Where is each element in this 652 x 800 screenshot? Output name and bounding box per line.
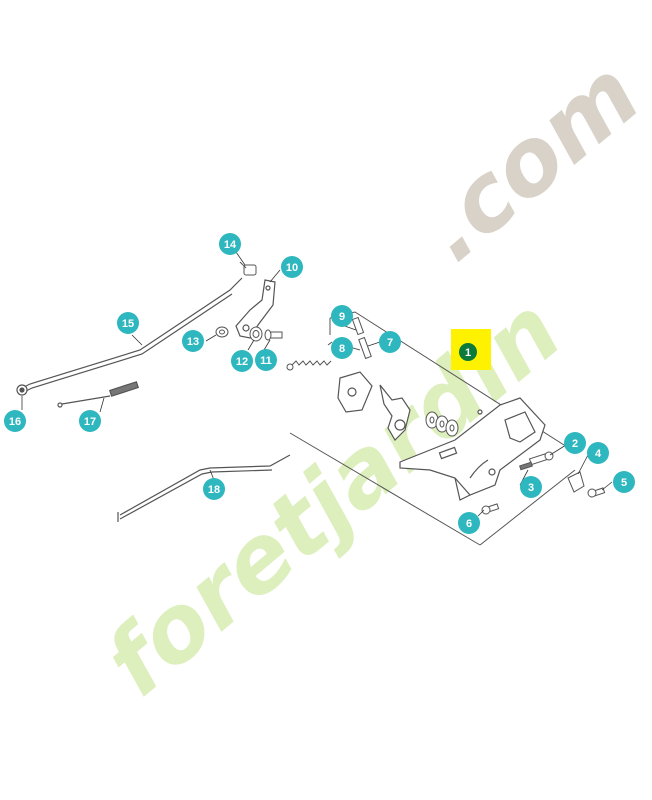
callout-label: 15 (122, 318, 134, 330)
part-10-bracket (235, 279, 276, 339)
part-6-bolt (481, 503, 500, 515)
callout-badge (219, 233, 241, 255)
callout-6[interactable]: 6 (458, 512, 480, 534)
callout-label: 13 (187, 336, 199, 348)
callout-label: 6 (466, 518, 472, 530)
watermark-text-domain: .com (400, 40, 652, 282)
callout-badge (379, 331, 401, 353)
callout-5[interactable]: 5 (613, 471, 635, 493)
callout-11[interactable]: 11 (255, 349, 277, 371)
callout-label: 17 (84, 416, 96, 428)
callout-3[interactable]: 3 (520, 476, 542, 498)
washer-stack (425, 411, 459, 437)
callout-badge (182, 330, 204, 352)
callout-badge (520, 476, 542, 498)
callout-18[interactable]: 18 (203, 478, 225, 500)
watermark: foretjardin .com (85, 40, 652, 717)
part-7-lever (337, 371, 411, 441)
callout-label: 5 (621, 477, 627, 489)
callout-badge (203, 478, 225, 500)
callout-label: 10 (286, 262, 298, 274)
callout-label: 11 (260, 355, 272, 367)
callout-badge (281, 256, 303, 278)
callout-badge (459, 343, 477, 361)
callout-12[interactable]: 12 (231, 350, 253, 372)
callout-badge (79, 410, 101, 432)
callout-badge (231, 350, 253, 372)
callout-label: 1 (465, 347, 471, 359)
callout-badge (117, 312, 139, 334)
callout-label: 7 (387, 337, 393, 349)
callout-17[interactable]: 17 (79, 410, 101, 432)
parts-11-13-hardware (215, 326, 283, 342)
part-8-spring (286, 341, 333, 371)
part-14-clip (239, 261, 257, 276)
part-15-rod (16, 277, 243, 396)
callout-2[interactable]: 2 (564, 432, 586, 454)
callout-badge (255, 349, 277, 371)
callout-label: 3 (528, 482, 534, 494)
callout-label: 2 (572, 438, 578, 450)
callout-badge (564, 432, 586, 454)
part-18-rod (117, 454, 291, 522)
callout-label: 16 (9, 416, 21, 428)
parts-4-5-clamp-bolt (567, 471, 606, 498)
callout-label: 4 (595, 448, 602, 460)
callout-badge (331, 305, 353, 327)
callout-14[interactable]: 14 (219, 233, 241, 255)
callout-label: 18 (208, 484, 220, 496)
callout-badge (331, 337, 353, 359)
callout-badge (4, 410, 26, 432)
callout-label: 12 (236, 356, 248, 368)
callout-15[interactable]: 15 (117, 312, 139, 334)
callout-4[interactable]: 4 (587, 442, 609, 464)
callout-label: 8 (339, 343, 345, 355)
callout-9[interactable]: 9 (331, 305, 353, 327)
callout-16[interactable]: 16 (4, 410, 26, 432)
callout-13[interactable]: 13 (182, 330, 204, 352)
callout-badge (458, 512, 480, 534)
part-17-spring (57, 381, 139, 408)
part-1-mount-plate (399, 397, 546, 501)
callout-7[interactable]: 7 (379, 331, 401, 353)
part-9-bolt (351, 316, 372, 360)
callout-badge (587, 442, 609, 464)
callout-8[interactable]: 8 (331, 337, 353, 359)
parts-2-3-bolt-pin (519, 451, 554, 471)
callout-label: 9 (339, 311, 345, 323)
leader-lines (21, 251, 613, 517)
callout-10[interactable]: 10 (281, 256, 303, 278)
callout-1[interactable]: 1 (459, 343, 477, 361)
callout-label: 14 (224, 239, 237, 251)
callout-badge (613, 471, 635, 493)
